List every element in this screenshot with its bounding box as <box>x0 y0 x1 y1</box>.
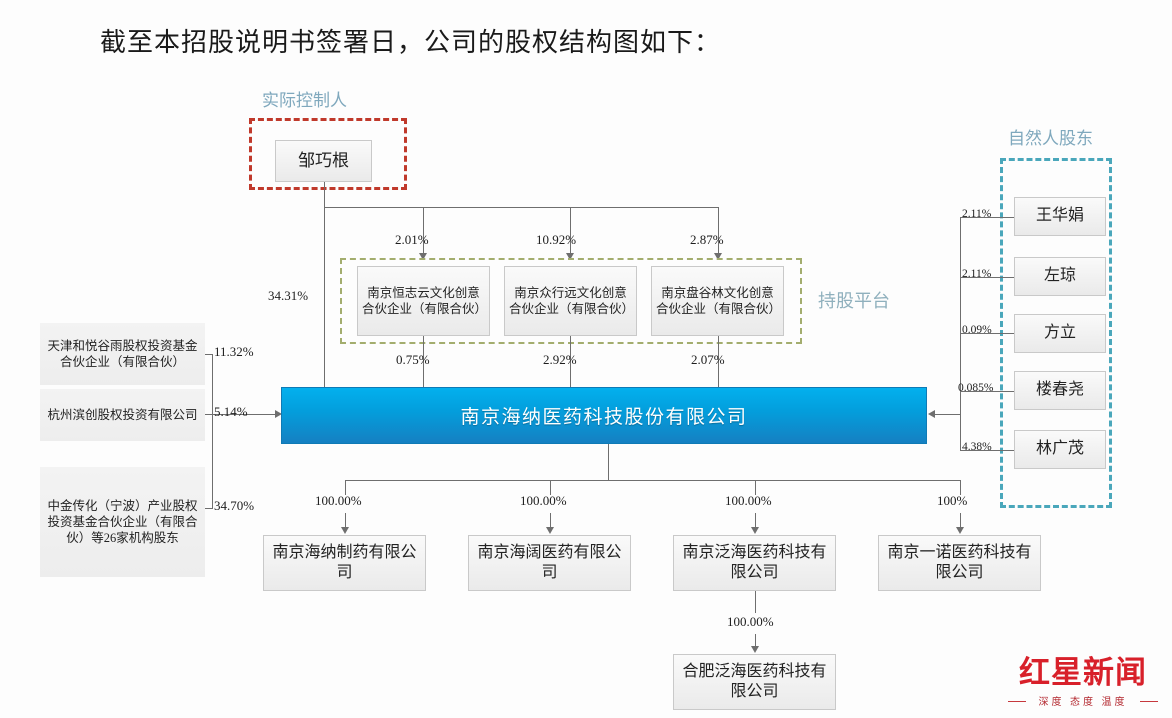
institutional-3-pct: 34.70% <box>214 498 255 513</box>
subsidiary-2-drop-a <box>550 480 551 495</box>
natural-2-pct: 2.11% <box>962 268 992 280</box>
platform-1-in-pct: 2.01% <box>395 232 429 247</box>
platform-3-out-line <box>718 336 719 395</box>
natural-1-pct: 2.11% <box>962 208 992 220</box>
platform-1-out-pct: 0.75% <box>396 352 430 367</box>
institutional-2-lead <box>205 414 213 415</box>
institutional-3-lead <box>205 508 213 509</box>
controller-direct-drop <box>324 207 325 395</box>
platform-1-in-arrow <box>419 253 427 260</box>
platform-3-in-line <box>718 207 719 256</box>
natural-3-lead <box>1000 333 1014 334</box>
subsidiary-box-4[interactable]: 南京一诺医药科技有限公司 <box>878 535 1041 591</box>
institutional-shareholder-box-2[interactable]: 杭州滨创股权投资有限公司 <box>40 389 205 441</box>
institutional-2-pct: 5.14% <box>214 404 248 419</box>
subsidiary-4-drop-a <box>960 480 961 495</box>
subsidiary-box-2[interactable]: 南京海阔医药有限公司 <box>468 535 631 591</box>
subsidiary-2-drop-b <box>550 513 551 530</box>
actual-controller-group-box <box>249 118 407 190</box>
institutional-shareholder-box-3[interactable]: 中金传化（宁波）产业股权投资基金合伙企业（有限合伙）等26家机构股东 <box>40 467 205 577</box>
subsidiary-3-arrow <box>751 527 759 534</box>
platform-box-1[interactable]: 南京恒志云文化创意合伙企业（有限合伙） <box>357 266 490 336</box>
sub-subsidiary-arrow <box>751 646 759 653</box>
subsidiary-distribution-line <box>345 480 960 481</box>
natural-5-lead <box>1000 450 1014 451</box>
natural-5-pct: 4.38% <box>962 441 992 453</box>
subsidiary-2-pct: 100.00% <box>520 493 567 508</box>
watermark: 红星新闻 深度 态度 温度 <box>1008 657 1158 708</box>
holding-platform-label: 持股平台 <box>818 291 890 311</box>
platform-box-3[interactable]: 南京盘谷林文化创意合伙企业（有限合伙） <box>651 266 784 336</box>
natural-4-lead <box>1000 391 1014 392</box>
controller-distribution-line <box>324 207 718 208</box>
natural-person-box-5[interactable]: 林广茂 <box>1014 430 1106 469</box>
subsidiary-4-arrow <box>956 527 964 534</box>
natural-3-pct: 0.09% <box>962 324 992 336</box>
watermark-tagline: 深度 态度 温度 <box>1008 693 1158 708</box>
platform-3-out-pct: 2.07% <box>691 352 725 367</box>
subsidiary-box-1[interactable]: 南京海纳制药有限公司 <box>263 535 426 591</box>
natural-person-box-3[interactable]: 方立 <box>1014 314 1106 353</box>
natural-to-company-line <box>935 414 961 415</box>
natural-to-company-arrow <box>928 410 935 418</box>
natural-person-box-1[interactable]: 王华娟 <box>1014 197 1106 236</box>
natural-1-connector <box>960 217 1000 218</box>
platform-3-in-arrow <box>714 253 722 260</box>
natural-2-lead <box>1000 277 1014 278</box>
subsidiary-1-drop-a <box>345 480 346 495</box>
natural-person-group-label: 自然人股东 <box>1008 129 1093 148</box>
natural-2-connector <box>960 277 1000 278</box>
institutional-shareholder-box-1[interactable]: 天津和悦谷雨股权投资基金合伙企业（有限合伙） <box>40 323 205 385</box>
controller-box[interactable]: 邹巧根 <box>275 140 372 182</box>
platform-2-in-arrow <box>566 253 574 260</box>
natural-4-connector <box>960 391 1000 392</box>
institutional-to-company-arrow <box>275 410 282 418</box>
platform-1-in-line <box>423 207 424 256</box>
subsidiary-1-arrow <box>341 527 349 534</box>
institutional-1-lead <box>205 354 213 355</box>
sub-subsidiary-stem <box>755 591 756 613</box>
natural-person-box-2[interactable]: 左琼 <box>1014 257 1106 296</box>
sub-subsidiary-pct: 100.00% <box>727 614 774 629</box>
subsidiary-3-drop-b <box>755 513 756 530</box>
institutional-to-company-line <box>212 414 278 415</box>
natural-3-connector <box>960 333 1000 334</box>
platform-2-out-pct: 2.92% <box>543 352 577 367</box>
subsidiary-1-drop-b <box>345 513 346 530</box>
platform-1-out-line <box>423 336 424 395</box>
company-down-stem <box>608 444 609 480</box>
natural-5-connector <box>960 450 1000 451</box>
subsidiary-3-drop-a <box>755 480 756 495</box>
actual-controller-label: 实际控制人 <box>262 91 347 110</box>
subsidiary-2-arrow <box>546 527 554 534</box>
subsidiary-1-pct: 100.00% <box>315 493 362 508</box>
page-title: 截至本招股说明书签署日，公司的股权结构图如下： <box>100 28 722 57</box>
platform-box-2[interactable]: 南京众行远文化创意合伙企业（有限合伙） <box>504 266 637 336</box>
institutional-1-pct: 11.32% <box>214 344 254 359</box>
platform-2-in-line <box>570 207 571 256</box>
sub-subsidiary-drop <box>755 634 756 649</box>
institutional-bracket <box>212 354 213 508</box>
subsidiary-4-pct: 100% <box>937 493 968 508</box>
watermark-title: 红星新闻 <box>1019 655 1147 690</box>
sub-subsidiary-box[interactable]: 合肥泛海医药科技有限公司 <box>673 654 836 710</box>
holding-platform-group-box <box>340 258 802 344</box>
platform-2-in-pct: 10.92% <box>536 232 577 247</box>
controller-direct-pct: 34.31% <box>268 288 309 303</box>
natural-person-box-4[interactable]: 楼春尧 <box>1014 371 1106 410</box>
subsidiary-box-3[interactable]: 南京泛海医药科技有限公司 <box>673 535 836 591</box>
controller-stem <box>324 182 325 207</box>
main-company-bar[interactable]: 南京海纳医药科技股份有限公司 <box>281 387 927 444</box>
natural-1-lead <box>1000 217 1014 218</box>
natural-4-pct: 0.085% <box>958 382 994 394</box>
subsidiary-4-drop-b <box>960 513 961 530</box>
platform-2-out-line <box>570 336 571 395</box>
subsidiary-3-pct: 100.00% <box>725 493 772 508</box>
platform-3-in-pct: 2.87% <box>690 232 724 247</box>
